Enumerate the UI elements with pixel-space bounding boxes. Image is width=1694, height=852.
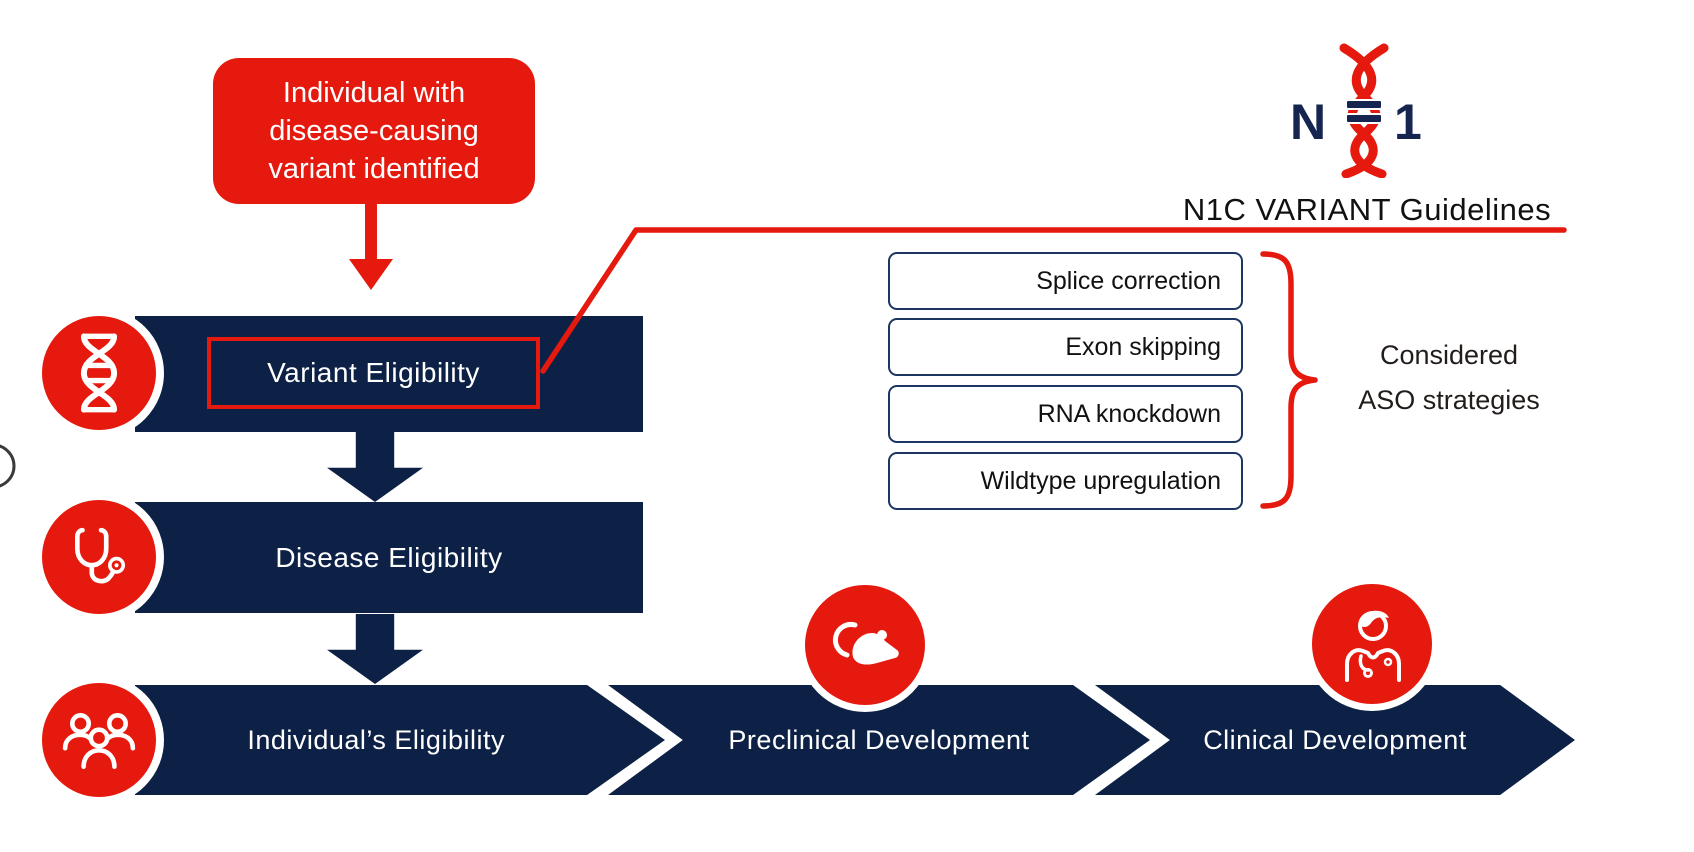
start-box: Individual with disease-causing variant …	[213, 58, 535, 204]
start-box-line1: Individual with	[282, 77, 466, 109]
clinical-development-banner: Clinical Development	[1095, 685, 1575, 795]
individuals-eligibility-label: Individual’s Eligibility	[247, 724, 505, 755]
variant-eligibility-highlight-box: Variant Eligibility	[207, 337, 540, 409]
start-box-line3: variant identified	[268, 153, 480, 185]
dna-icon	[34, 308, 164, 438]
considered-label-line1: Considered	[1379, 340, 1519, 370]
variant-eligibility-label: Variant Eligibility	[267, 357, 480, 388]
doctor-icon	[1305, 577, 1439, 711]
considered-label-line2: ASO strategies	[1358, 385, 1540, 415]
down-arrow-2-icon	[327, 614, 423, 684]
aso-strategy-exon-skipping: Exon skipping	[888, 318, 1243, 376]
start-box-line2: disease-causing	[269, 115, 479, 147]
left-edge-partial-circle	[0, 444, 16, 488]
n1c-logo-one: 1	[1394, 94, 1422, 150]
mouse-icon	[798, 578, 932, 712]
aso-strategy-rna-knockdown: RNA knockdown	[888, 385, 1243, 443]
preclinical-development-label: Preclinical Development	[728, 724, 1030, 755]
people-icon	[34, 675, 164, 805]
aso-strategy-splice-correction: Splice correction	[888, 252, 1243, 310]
disease-eligibility-banner: Disease Eligibility	[135, 502, 643, 613]
down-arrow-1-icon	[327, 432, 423, 502]
down-arrow-red-icon	[349, 204, 393, 290]
aso-strategy-wildtype-upregulation: Wildtype upregulation	[888, 452, 1243, 510]
n1c-logo-n: N	[1290, 94, 1327, 150]
aso-strategies-bracket	[1260, 251, 1318, 509]
guidelines-title: N1C VARIANT Guidelines	[1182, 192, 1552, 227]
individuals-eligibility-banner: Individual’s Eligibility	[135, 685, 665, 795]
clinical-development-label: Clinical Development	[1203, 724, 1467, 755]
dna-helix-logo-icon	[1339, 43, 1389, 178]
disease-eligibility-label: Disease Eligibility	[275, 541, 503, 573]
stethoscope-icon	[34, 492, 164, 622]
considered-aso-strategies-label: Considered ASO strategies	[1318, 333, 1580, 423]
